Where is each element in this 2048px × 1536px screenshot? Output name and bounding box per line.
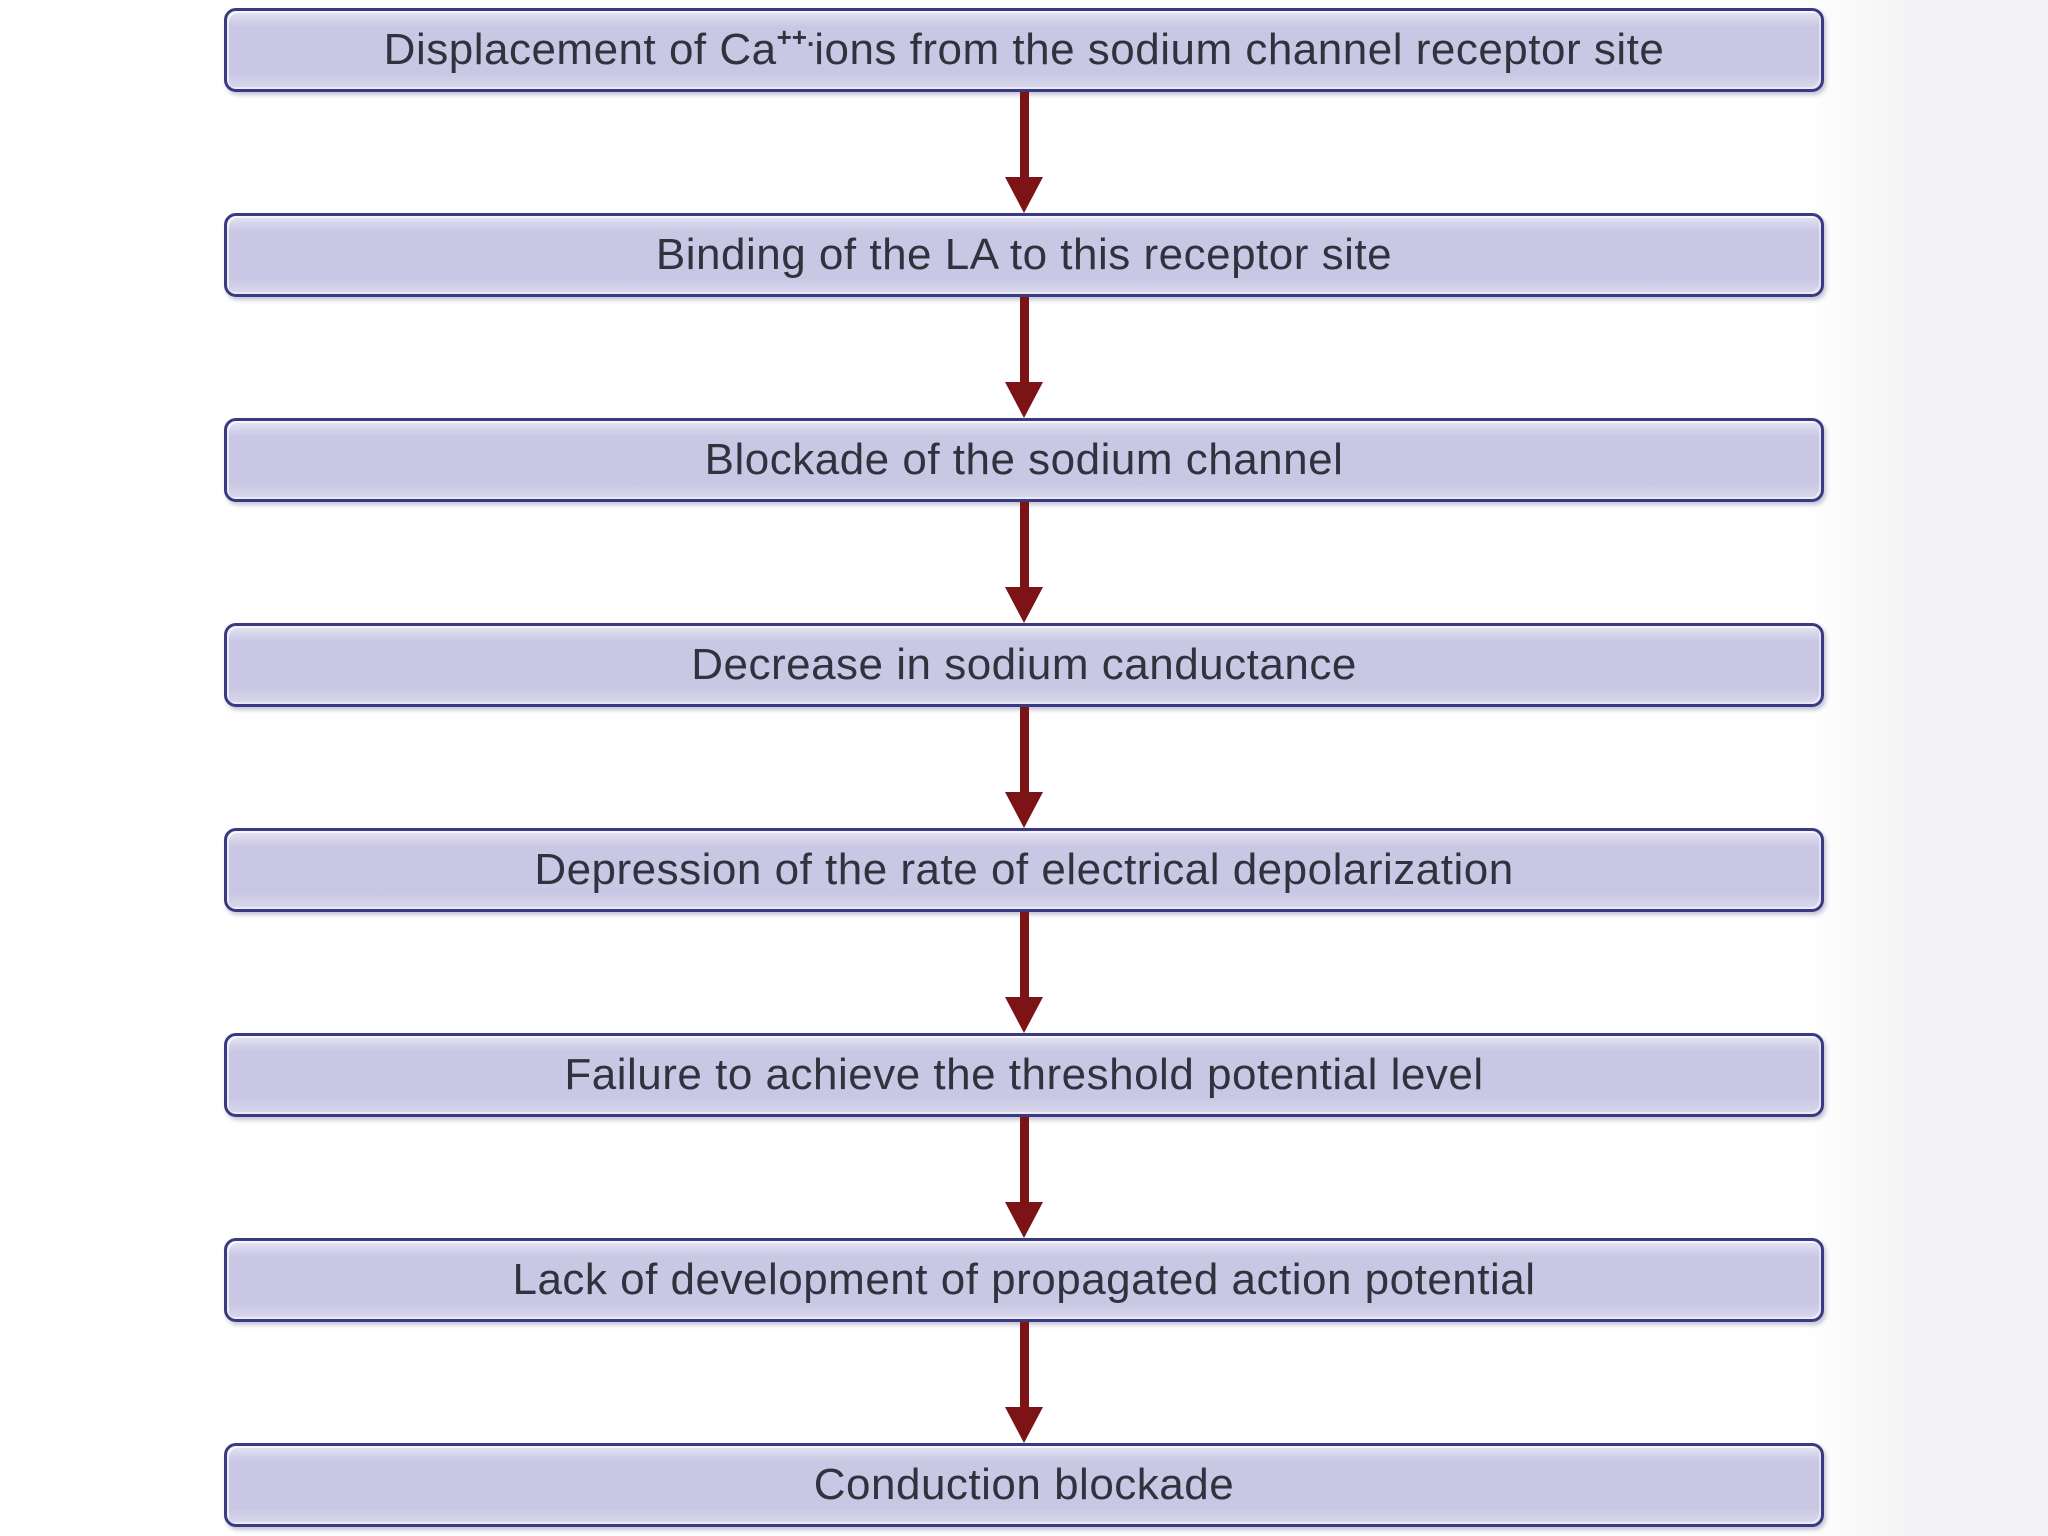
arrow-head-icon: [1005, 587, 1043, 623]
arrow-head-icon: [1005, 997, 1043, 1033]
arrow-stem: [1019, 297, 1029, 382]
step-3-label: Blockade of the sodium channel: [704, 435, 1344, 484]
arrow-stem: [1019, 1117, 1029, 1202]
step-6-label: Failure to achieve the threshold potenti…: [564, 1050, 1484, 1099]
step-5-label: Depression of the rate of electrical dep…: [534, 845, 1514, 894]
step-1-label: Displacement of Ca++.ions from the sodiu…: [383, 24, 1665, 74]
arrow-stem: [1019, 912, 1029, 997]
down-arrow: [1005, 912, 1043, 1033]
flow-step-7: Lack of development of propagated action…: [224, 1238, 1824, 1322]
down-arrow: [1005, 92, 1043, 213]
step-8-label: Conduction blockade: [813, 1460, 1235, 1509]
step-2-label: Binding of the LA to this receptor site: [655, 230, 1393, 279]
flow-step-2: Binding of the LA to this receptor site: [224, 213, 1824, 297]
flow-step-5: Depression of the rate of electrical dep…: [224, 828, 1824, 912]
step-7-label: Lack of development of propagated action…: [512, 1255, 1536, 1304]
down-arrow: [1005, 1322, 1043, 1443]
flow-step-3: Blockade of the sodium channel: [224, 418, 1824, 502]
step-1-text-prefix: Displacement of Ca: [383, 25, 777, 74]
arrow-stem: [1019, 707, 1029, 792]
down-arrow: [1005, 502, 1043, 623]
step-1-text-suffix: ions from the sodium channel receptor si…: [814, 25, 1665, 74]
arrow-stem: [1019, 502, 1029, 587]
down-arrow: [1005, 297, 1043, 418]
arrow-head-icon: [1005, 1407, 1043, 1443]
arrow-stem: [1019, 92, 1029, 177]
arrow-head-icon: [1005, 382, 1043, 418]
down-arrow: [1005, 707, 1043, 828]
arrow-head-icon: [1005, 1202, 1043, 1238]
flow-step-4: Decrease in sodium canductance: [224, 623, 1824, 707]
down-arrow: [1005, 1117, 1043, 1238]
step-4-label: Decrease in sodium canductance: [691, 640, 1357, 689]
flow-step-8: Conduction blockade: [224, 1443, 1824, 1527]
arrow-head-icon: [1005, 177, 1043, 213]
step-1-superscript: ++.: [776, 22, 815, 52]
flow-step-6: Failure to achieve the threshold potenti…: [224, 1033, 1824, 1117]
arrow-head-icon: [1005, 792, 1043, 828]
arrow-stem: [1019, 1322, 1029, 1407]
flow-step-1: Displacement of Ca++.ions from the sodiu…: [224, 8, 1824, 92]
